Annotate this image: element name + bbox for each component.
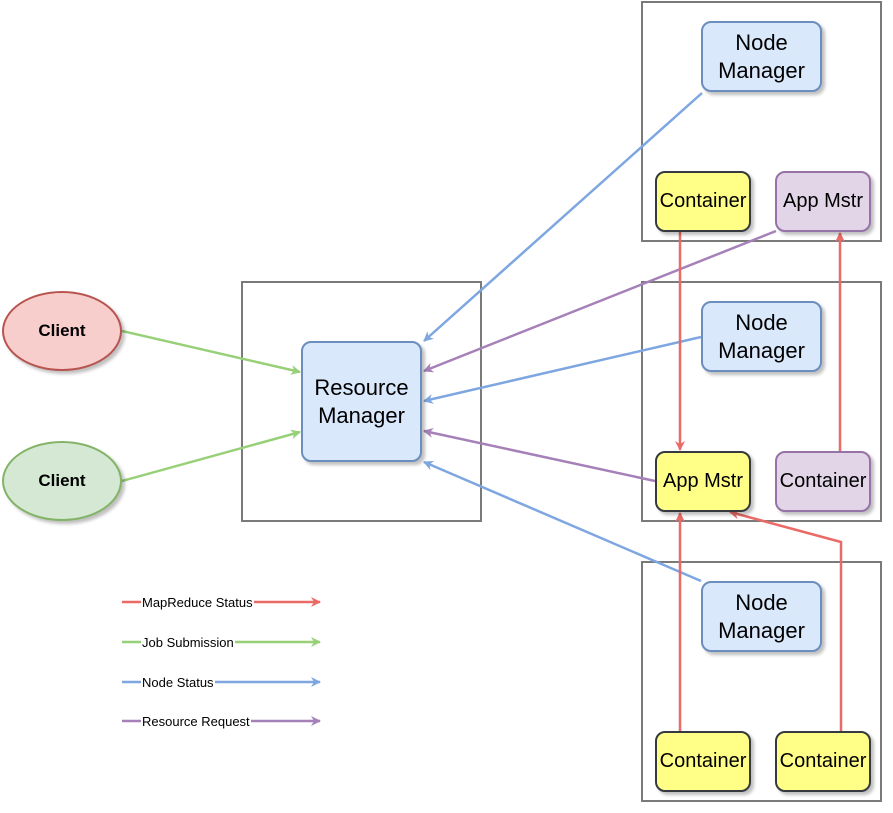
- resource-manager-label: Resource Manager: [314, 374, 409, 428]
- app-master-node2: App Mstr: [655, 451, 751, 512]
- legend-label-resource-request: Resource Request: [141, 714, 251, 729]
- app-master-node1: App Mstr: [775, 171, 871, 232]
- legend-label-job-submission: Job Submission: [141, 635, 235, 650]
- resource-manager-node: Resource Manager: [301, 341, 422, 462]
- arrow-client2-to-rm: [121, 429, 301, 483]
- arrow-appmstr1-to-rm: [423, 229, 777, 373]
- legend-label-node-status: Node Status: [141, 675, 215, 690]
- container-node3-b: Container: [775, 731, 871, 792]
- container-node1: Container: [655, 171, 751, 232]
- arrow-nm1-to-rm: [423, 92, 703, 342]
- client-node-1: Client: [2, 291, 122, 371]
- arrow-client1-to-rm: [121, 329, 301, 375]
- node-manager-3: Node Manager: [701, 581, 822, 652]
- arrow-nm2-to-rm: [423, 335, 702, 404]
- container-node2: Container: [775, 451, 871, 512]
- arrow-container3b-to-appmstr2: [729, 509, 843, 731]
- node-manager-1-label: Node Manager: [718, 29, 805, 83]
- node-manager-1: Node Manager: [701, 21, 822, 92]
- client-node-2: Client: [2, 441, 122, 521]
- node-manager-2: Node Manager: [701, 301, 822, 372]
- arrow-nm3-to-rm: [423, 460, 702, 583]
- arrow-appmstr2-to-rm: [423, 428, 656, 483]
- node-manager-2-label: Node Manager: [718, 309, 805, 363]
- container-node3-a: Container: [655, 731, 751, 792]
- legend-label-mapreduce-status: MapReduce Status: [141, 595, 254, 610]
- node-manager-3-label: Node Manager: [718, 589, 805, 643]
